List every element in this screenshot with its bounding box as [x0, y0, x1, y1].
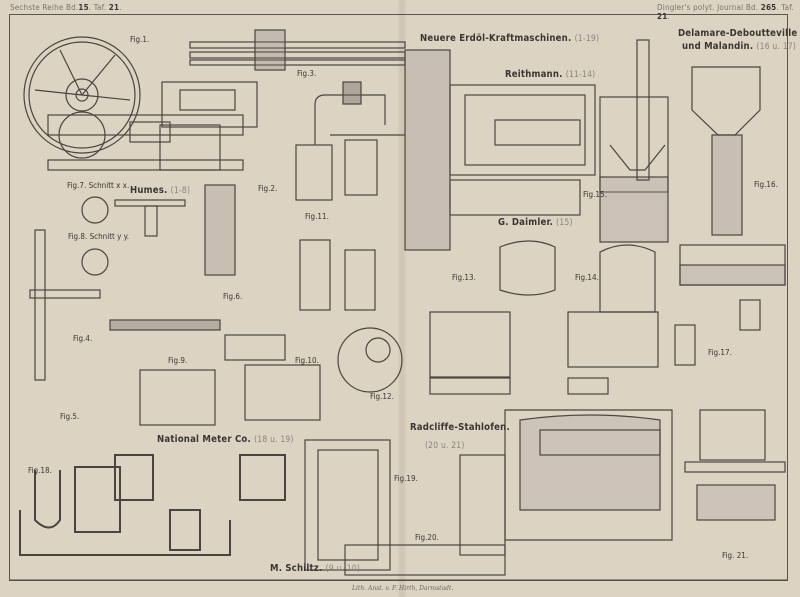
header-left-plate: 21 — [108, 3, 120, 12]
fig-label-5: Fig.5. — [60, 412, 80, 421]
header-left-prefix: Sechste Reihe Bd. — [10, 3, 79, 12]
header-left-volume: 15 — [78, 3, 89, 12]
fig1-engine-drawing — [23, 36, 258, 171]
fig3-tubes-drawing — [189, 29, 406, 71]
fig-label-12: Fig.12. — [370, 392, 394, 401]
fig-label-11: Fig.11. — [305, 212, 329, 221]
title-humes-text: Humes. — [130, 185, 168, 196]
fig18-drawing — [19, 454, 286, 556]
fig21-drawing — [684, 409, 786, 521]
title-radcliffe-text: Radcliffe-Stahlofen. — [410, 422, 510, 433]
header-right-volume: 265 — [760, 3, 777, 12]
title-malandin-text: und Malandin. — [682, 41, 754, 52]
fig-label-9: Fig.9. — [168, 356, 188, 365]
title-malandin-ref: (16 u. 17) — [756, 42, 797, 52]
title-schiltz-text: M. Schiltz. — [270, 563, 323, 574]
fig17-drawing — [674, 299, 761, 366]
title-daimler-ref: (15) — [556, 218, 573, 228]
title-daimler-text: G. Daimler. — [498, 217, 553, 228]
fig11-apparatus-drawing — [295, 81, 405, 201]
fig16-tank-drawing — [679, 66, 786, 286]
fig-label-2: Fig.2. — [258, 184, 278, 193]
title-schiltz: M. Schiltz. (9 u. 10) — [270, 563, 360, 574]
fig12-drawing — [299, 239, 403, 393]
title-delamare-text: Delamare-Deboutteville — [678, 28, 798, 39]
header-right-prefix: Dingler's polyt. Journal Bd. — [657, 3, 759, 12]
book-spine — [398, 0, 406, 597]
header-right: Dingler's polyt. Journal Bd. 265. Taf. 2… — [657, 3, 794, 21]
fig-label-4: Fig.4. — [73, 334, 93, 343]
fig-label-19: Fig.19. — [394, 474, 418, 483]
header-left: Sechste Reihe Bd.15. Taf. 21. — [10, 3, 122, 12]
title-reithmann-text: Reithmann. — [505, 69, 563, 80]
fig-label-6: Fig.6. — [223, 292, 243, 301]
title-main-text: Neuere Erdöl-Kraftmaschinen. — [420, 33, 572, 44]
fig-label-18: Fig.18. — [28, 466, 52, 475]
title-radcliffe-ref-wrap: (20 u. 21) — [425, 440, 465, 451]
humes-mechanism-drawing — [29, 184, 321, 426]
title-national-meter-text: National Meter Co. — [157, 434, 251, 445]
fig15-daimler-drawing — [599, 39, 669, 243]
fig20-furnace-drawing — [344, 409, 673, 576]
title-daimler: G. Daimler. (15) — [498, 217, 573, 228]
title-main-ref: (1-19) — [574, 34, 600, 44]
title-radcliffe-ref: (20 u. 21) — [425, 441, 465, 451]
title-main: Neuere Erdöl-Kraftmaschinen. (1-19) — [420, 33, 599, 44]
title-humes-ref: (1-8) — [170, 186, 191, 196]
fig-label-8: Fig.8. Schnitt y y. — [68, 232, 130, 241]
title-reithmann-ref: (11-14) — [565, 70, 596, 80]
fig-label-7: Fig.7. Schnitt x x. — [67, 181, 130, 190]
fig-label-10: Fig.10. — [295, 356, 319, 365]
header-left-sep: . Taf. — [88, 3, 107, 12]
title-delamare-1: Delamare-Deboutteville — [678, 28, 797, 39]
fig-label-13: Fig.13. — [452, 273, 476, 282]
reithmann-engine-drawing — [404, 49, 596, 251]
title-national-meter: National Meter Co. (18 u. 19) — [157, 434, 294, 445]
title-radcliffe: Radcliffe-Stahlofen. — [410, 422, 510, 433]
title-reithmann: Reithmann. (11-14) — [505, 69, 595, 80]
title-national-meter-ref: (18 u. 19) — [254, 435, 294, 445]
fig13-14-drawing — [429, 240, 659, 395]
lithographer-imprint: Lith. Anst. v. F. Hirth, Darmstadt. — [352, 585, 454, 592]
fig-label-20: Fig.20. — [415, 533, 439, 542]
header-right-sep: . Taf. — [776, 3, 794, 12]
fig-label-1: Fig.1. — [130, 35, 150, 44]
fig-label-3: Fig.3. — [297, 69, 317, 78]
fig-label-21: Fig. 21. — [722, 551, 749, 560]
title-schiltz-ref: (9 u. 10) — [325, 564, 361, 574]
title-delamare-2: und Malandin. (16 u. 17) — [682, 41, 796, 52]
fig-label-15: Fig.15. — [583, 190, 607, 199]
fig-label-14: Fig.14. — [575, 273, 599, 282]
fig-label-16: Fig.16. — [754, 180, 778, 189]
fig19-drawing — [304, 439, 391, 571]
header-right-plate: 21 — [657, 12, 668, 21]
fig-label-17: Fig.17. — [708, 348, 732, 357]
title-humes: Humes. (1-8) — [130, 185, 190, 196]
